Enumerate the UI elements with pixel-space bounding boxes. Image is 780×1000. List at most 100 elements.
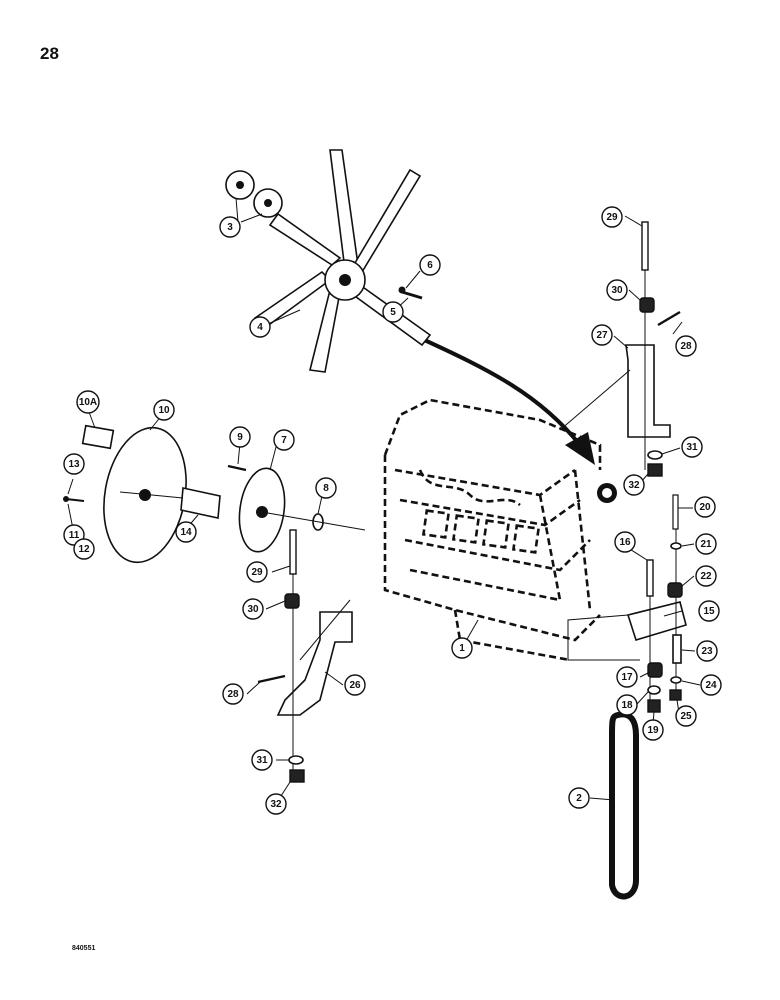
- fan-belt-2: [609, 711, 639, 900]
- callout-c22: 22: [695, 565, 717, 587]
- callout-c19: 19: [642, 719, 664, 741]
- callout-c27: 27: [591, 324, 613, 346]
- left-washer-31: [288, 755, 304, 765]
- callout-label: 2: [576, 793, 582, 804]
- callout-c8: 8: [315, 477, 337, 499]
- callout-c17: 17: [616, 666, 638, 688]
- callout-c30a: 30: [242, 598, 264, 620]
- callout-c1: 1: [451, 637, 473, 659]
- callout-c12: 12: [73, 538, 95, 560]
- right-washer-31: [647, 450, 663, 460]
- tensioner-bolt-20: [672, 494, 679, 530]
- tensioner-bolt-16: [646, 559, 654, 597]
- page-number: 28: [40, 44, 59, 63]
- nut-25: [669, 689, 682, 701]
- callout-c15: 15: [698, 600, 720, 622]
- callout-c28a: 28: [222, 683, 244, 705]
- callout-c16: 16: [614, 531, 636, 553]
- callout-label: 20: [699, 502, 711, 513]
- callout-label: 4: [257, 322, 263, 333]
- callout-label: 10A: [79, 397, 97, 408]
- callout-c28b: 28: [675, 335, 697, 357]
- callout-c3: 3: [219, 216, 241, 238]
- figure-code: 840551: [72, 945, 96, 952]
- callout-label: 1: [459, 643, 465, 654]
- callout-label: 27: [596, 330, 608, 341]
- callout-label: 28: [680, 341, 692, 352]
- callout-c32b: 32: [623, 474, 645, 496]
- callout-label: 11: [69, 530, 80, 541]
- left-isolator-30: [284, 593, 300, 609]
- callout-label: 13: [68, 459, 80, 470]
- washer-18: [647, 685, 661, 695]
- right-nut-32: [647, 463, 663, 477]
- left-nut-32: [289, 769, 305, 783]
- callout-c24: 24: [700, 674, 722, 696]
- callout-c9: 9: [229, 426, 251, 448]
- coupling-shaft: [119, 487, 221, 519]
- callout-label: 15: [703, 606, 715, 617]
- callout-label: 14: [180, 527, 192, 538]
- callout-label: 17: [621, 672, 633, 683]
- callout-label: 31: [686, 442, 698, 453]
- right-isolator-30: [639, 297, 655, 313]
- left-engine-mount: [276, 599, 353, 716]
- callout-label: 32: [270, 799, 282, 810]
- isolator-22: [667, 582, 683, 598]
- engine-phantom-outline: [383, 398, 617, 662]
- callout-label: 24: [705, 680, 717, 691]
- nut-19: [647, 699, 661, 713]
- callout-c26: 26: [344, 674, 366, 696]
- callout-label: 16: [619, 537, 631, 548]
- callout-c32a: 32: [265, 793, 287, 815]
- callout-c21: 21: [695, 533, 717, 555]
- callout-label: 30: [611, 285, 623, 296]
- callout-label: 7: [281, 435, 287, 446]
- callout-label: 31: [256, 755, 268, 766]
- callout-c29a: 29: [246, 561, 268, 583]
- callout-label: 3: [227, 222, 233, 233]
- left-bolt-29: [289, 529, 297, 575]
- callout-label: 10: [158, 405, 170, 416]
- right-bolt-29: [641, 221, 649, 271]
- callout-c7: 7: [273, 429, 295, 451]
- callout-label: 8: [323, 483, 329, 494]
- callout-label: 21: [700, 539, 712, 550]
- callout-label: 26: [349, 680, 361, 691]
- callout-c5: 5: [382, 301, 404, 323]
- callout-label: 22: [700, 571, 712, 582]
- callout-c10: 10: [153, 399, 175, 421]
- washer-21: [670, 542, 682, 550]
- installation-arrow: [419, 336, 595, 465]
- callout-c2: 2: [568, 787, 590, 809]
- callout-c23: 23: [696, 640, 718, 662]
- callout-label: 18: [621, 700, 633, 711]
- tensioner-bracket-15: [567, 601, 687, 661]
- isolator-17: [647, 662, 663, 678]
- callout-label: 19: [647, 725, 659, 736]
- right-upper-mount-27: [625, 344, 671, 438]
- callout-c31a: 31: [251, 749, 273, 771]
- callout-label: 28: [227, 689, 239, 700]
- callout-label: 29: [606, 212, 618, 223]
- fan-bolt-and-washer: [398, 286, 423, 300]
- callout-label: 30: [247, 604, 259, 615]
- callout-c29b: 29: [601, 206, 623, 228]
- fan-blade-assembly: [253, 149, 432, 373]
- callout-c10a: 10A: [76, 390, 100, 414]
- callout-label: 5: [390, 307, 396, 318]
- callout-c20: 20: [694, 496, 716, 518]
- left-bolt-28: [257, 674, 286, 684]
- callout-c6: 6: [419, 254, 441, 276]
- callout-label: 6: [427, 260, 433, 271]
- callout-label: 25: [680, 711, 692, 722]
- callout-c18: 18: [616, 694, 638, 716]
- callout-label: 32: [628, 480, 640, 491]
- callout-label: 12: [78, 544, 90, 555]
- callout-label: 9: [237, 432, 243, 443]
- callout-c14: 14: [175, 521, 197, 543]
- callout-c13: 13: [63, 453, 85, 475]
- callout-bubbles: 1234567891010A11121314151617181920212223…: [63, 206, 722, 815]
